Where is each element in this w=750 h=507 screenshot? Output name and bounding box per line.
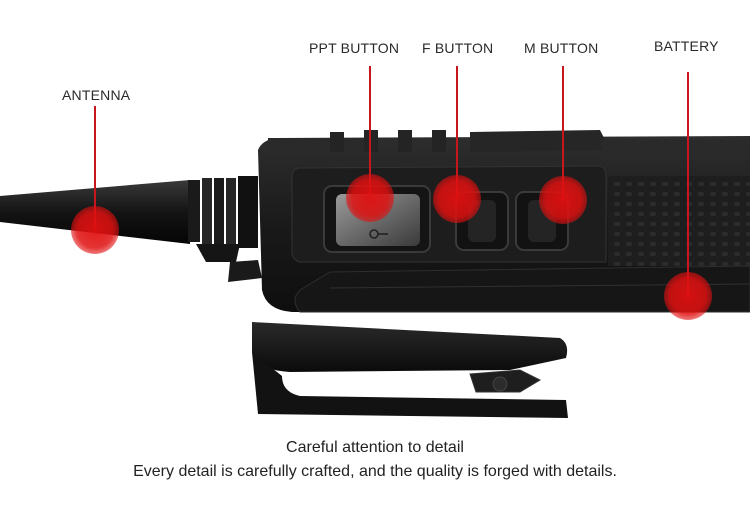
caption-title: Careful attention to detail [286, 439, 464, 456]
key-icon [369, 229, 388, 239]
ppt-button-label: PPT BUTTON [309, 40, 400, 56]
antenna-marker [71, 206, 119, 254]
m-marker [539, 176, 587, 224]
antenna-label: ANTENNA [62, 87, 131, 103]
antenna [0, 176, 262, 282]
belt-clip [252, 322, 568, 418]
ppt-marker [346, 174, 394, 222]
f-button-label: F BUTTON [422, 40, 494, 56]
battery-label: BATTERY [654, 38, 719, 54]
battery-marker [664, 272, 712, 320]
markers [71, 174, 712, 320]
caption-body: Every detail is carefully crafted, and t… [133, 463, 617, 480]
f-marker [433, 175, 481, 223]
m-button-label: M BUTTON [524, 40, 599, 56]
